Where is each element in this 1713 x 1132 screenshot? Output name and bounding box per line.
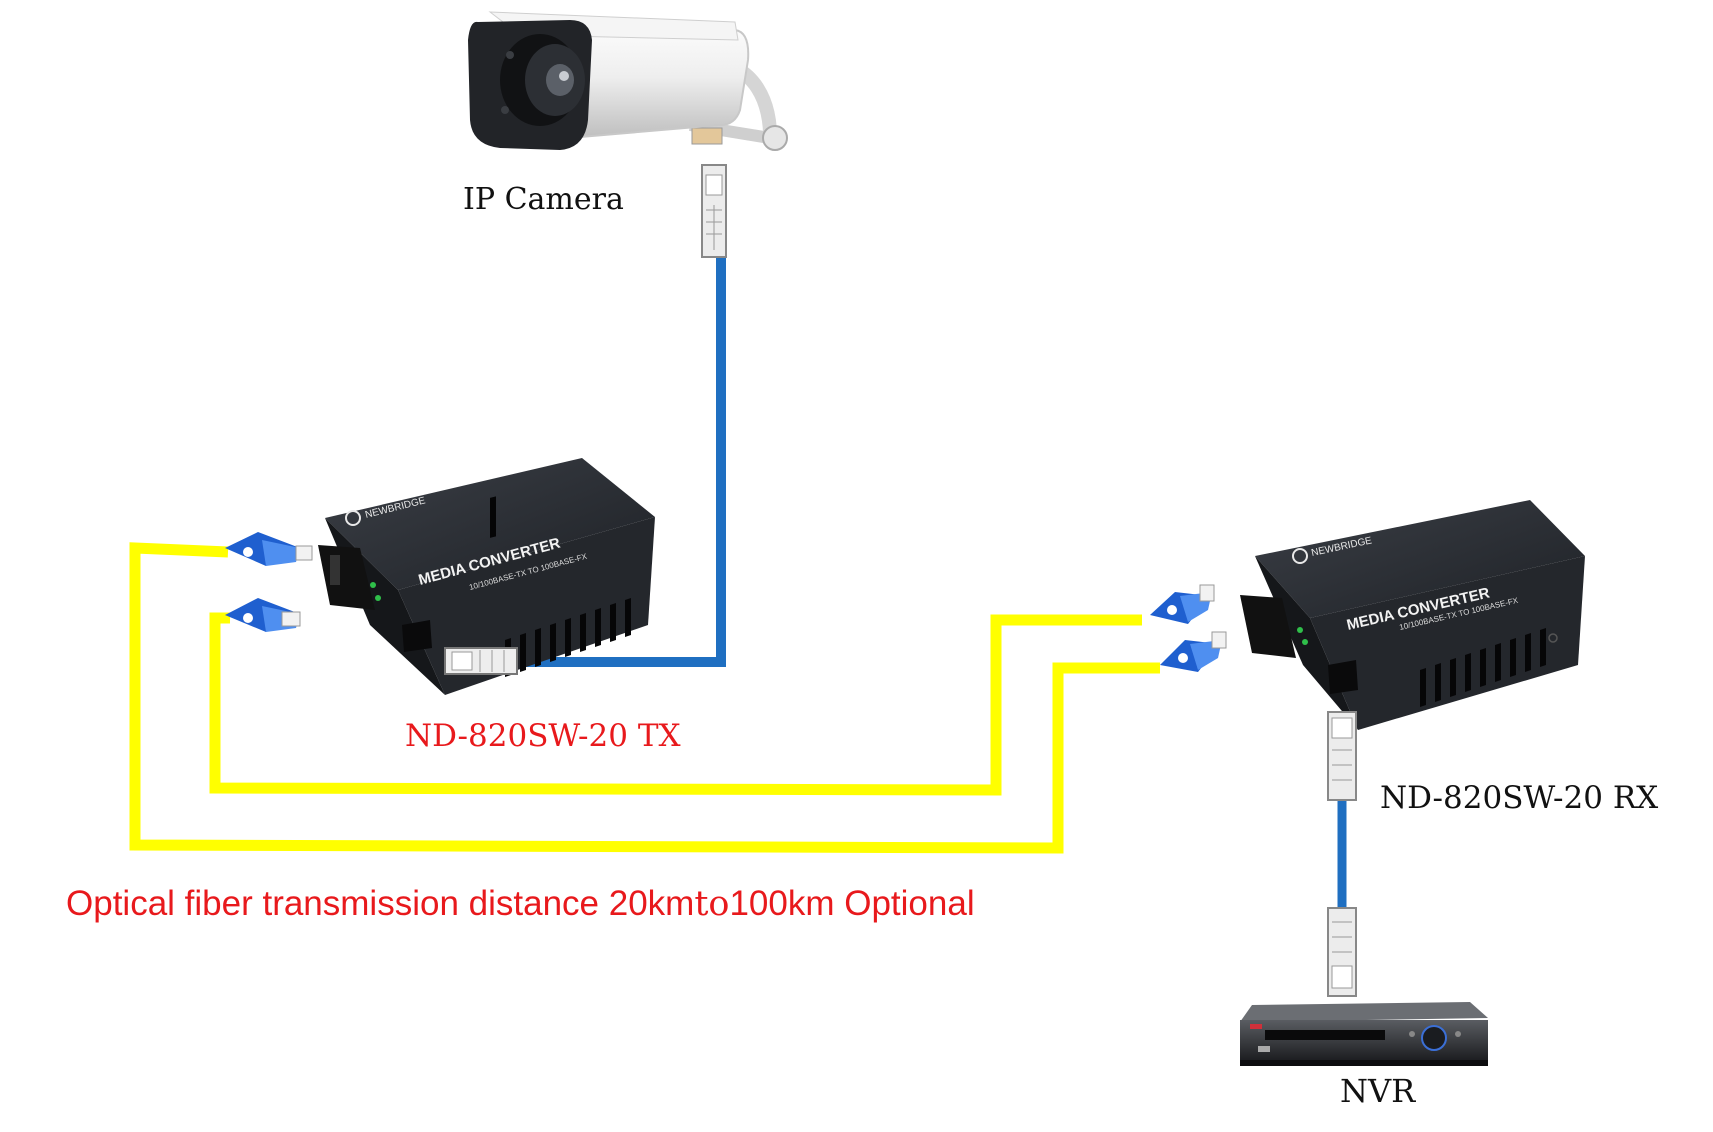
label-nvr: NVR	[1340, 1072, 1416, 1110]
caption-part-1: Optical fiber transmission distance 20km	[66, 884, 695, 923]
sc-fiber-connector-tx-1	[225, 532, 313, 566]
label-rx-converter: ND-820SW-20 RX	[1380, 780, 1659, 816]
nvr-recorder-icon	[1240, 1002, 1488, 1066]
sc-fiber-connector-rx-2	[1160, 631, 1227, 672]
vent-slots-rx	[1420, 628, 1546, 707]
sc-fiber-connector-rx-1	[1150, 584, 1215, 624]
rj45-connector-tx	[444, 647, 518, 675]
label-tx-converter: ND-820SW-20 TX	[405, 718, 681, 754]
caption-part-3: 100km Optional	[729, 884, 975, 923]
sc-fiber-connector-tx-2	[225, 598, 301, 632]
rj45-connector-rx	[1327, 711, 1357, 801]
fiber-cable-inner	[209, 612, 1142, 796]
ethernet-cable-camera-tx	[515, 255, 726, 667]
fiber-cable-outer	[129, 542, 1160, 854]
caption-fiber-distance: Optical fiber transmission distance 20km…	[66, 884, 975, 924]
rj45-connector-nvr	[1327, 907, 1357, 997]
rj45-connector-icon	[701, 164, 727, 258]
ip-camera-icon	[468, 11, 788, 151]
caption-part-2: to	[694, 884, 730, 924]
media-converter-rx: NEWBRIDGE MEDIA CONVERTER 10/100BASE-TX …	[1240, 500, 1585, 730]
label-ip-camera: IP Camera	[463, 182, 624, 217]
